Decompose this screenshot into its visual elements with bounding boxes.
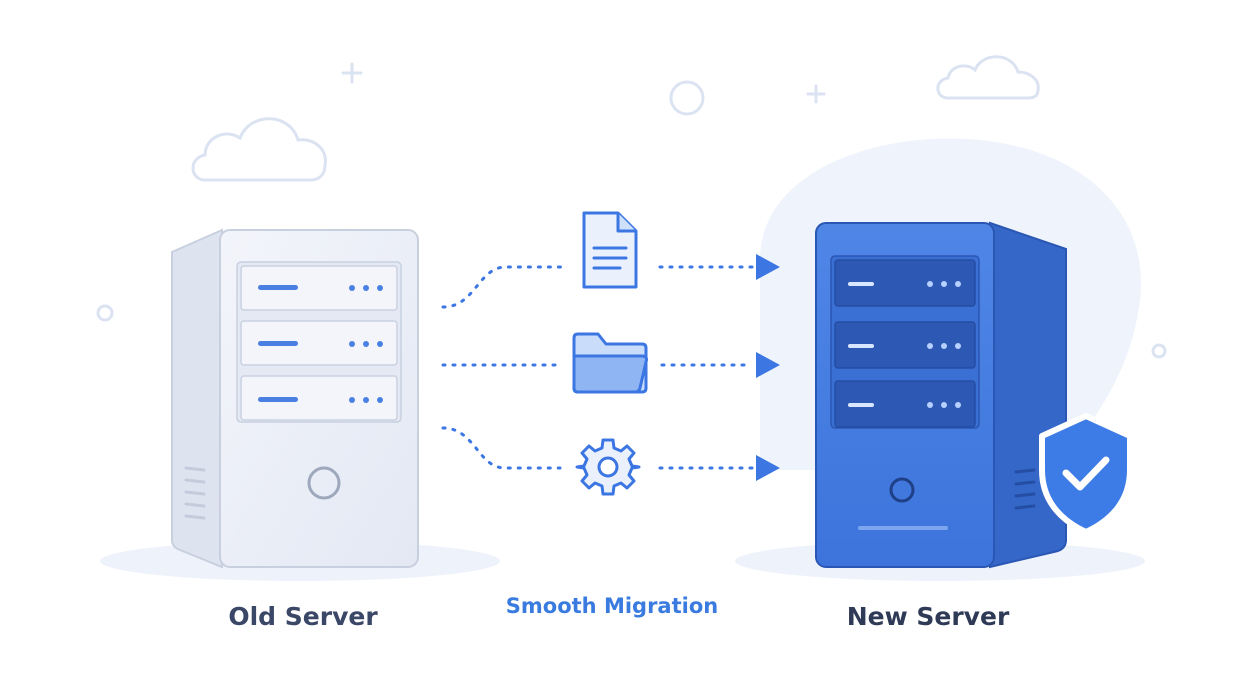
cloud-icon [191, 117, 327, 182]
old-drive-bay [240, 320, 398, 366]
old-server [171, 228, 419, 569]
sparkle-icon [341, 62, 363, 84]
new-drive-bay [834, 380, 976, 428]
cloud-icon [936, 55, 1040, 100]
arrow-heads [756, 254, 780, 481]
decor-ring [669, 80, 705, 116]
decor-dot [96, 304, 114, 322]
new-drive-bay [834, 259, 976, 307]
new-drive-bay [834, 321, 976, 369]
gear-icon [575, 438, 641, 496]
migration-connectors [441, 265, 754, 470]
new-server [815, 221, 1067, 569]
old-drive-bay [240, 375, 398, 421]
new-power-button [889, 477, 915, 503]
old-server-label: Old Server [228, 602, 378, 631]
old-power-button [307, 466, 341, 500]
migration-label: Smooth Migration [505, 594, 719, 618]
arrow-head [756, 455, 780, 481]
sparkle-icon [806, 84, 826, 104]
folder-icon [572, 332, 648, 394]
shield-check-icon [1039, 413, 1133, 535]
document-icon [582, 211, 638, 289]
old-drive-bay [240, 265, 398, 311]
arrow-head [756, 254, 780, 280]
decor-dot [1151, 343, 1167, 359]
new-side-vents [1014, 468, 1036, 510]
old-side-vents [184, 466, 206, 520]
new-status-strip [858, 526, 948, 530]
new-server-label: New Server [846, 602, 1010, 631]
arrow-head [756, 352, 780, 378]
